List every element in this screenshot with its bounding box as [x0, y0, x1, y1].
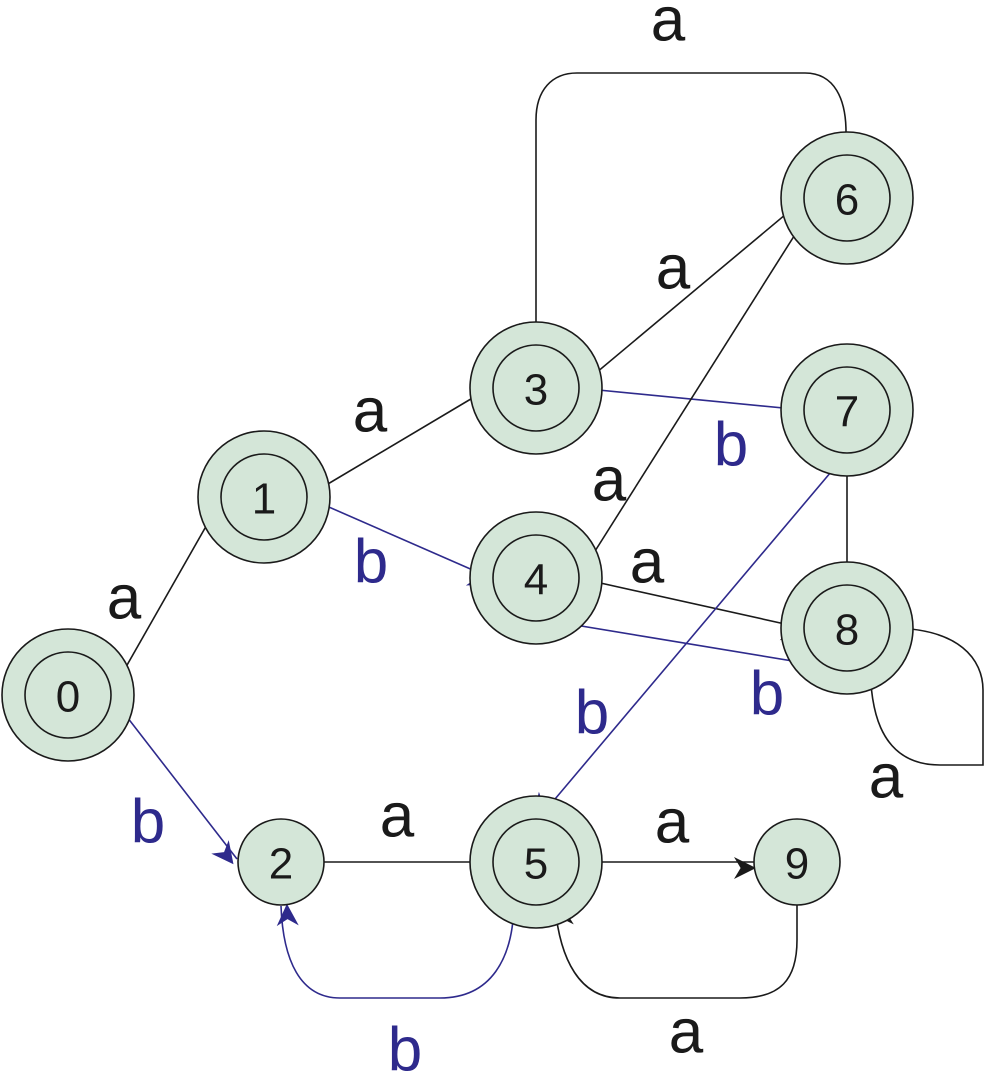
transition-label-5-9: a — [655, 788, 690, 857]
transition-label-6-4: a — [592, 446, 627, 515]
state-9: 9 — [753, 818, 841, 906]
state-6: 6 — [780, 131, 914, 265]
state-label: 0 — [56, 673, 80, 722]
state-3: 3 — [469, 321, 603, 455]
accepting-ring — [220, 453, 308, 541]
transition-label-3-6: a — [656, 234, 691, 303]
transition-edge-1-3 — [305, 386, 496, 498]
transition-label-5-2: b — [388, 1016, 422, 1081]
transition-label-2-5: a — [380, 782, 415, 851]
accepting-ring — [492, 534, 580, 622]
state-label: 2 — [269, 840, 293, 889]
transition-edge-6-4 — [571, 213, 809, 579]
transition-edge-0-2 — [109, 694, 238, 865]
state-8: 8 — [780, 561, 914, 695]
transition-label-3-7: b — [714, 411, 748, 480]
state-1: 1 — [197, 430, 331, 564]
transition-edge-8-8 — [869, 611, 984, 766]
state-4: 4 — [469, 511, 603, 645]
accepting-ring — [803, 366, 891, 454]
state-circle — [237, 818, 325, 906]
state-5: 5 — [469, 795, 603, 929]
state-label: 5 — [524, 840, 548, 889]
transition-edge-4-8 — [577, 577, 804, 641]
transition-label-6-3: a — [651, 0, 686, 55]
transition-label-8-4: b — [750, 660, 784, 729]
state-label: 1 — [252, 475, 276, 524]
state-circle — [753, 818, 841, 906]
accepting-ring — [492, 818, 580, 906]
transition-label-8-8: a — [869, 743, 904, 812]
transition-label-0-2: b — [131, 788, 165, 857]
state-2: 2 — [237, 818, 325, 906]
state-label: 3 — [524, 366, 548, 415]
transition-edge-0-1 — [109, 499, 228, 696]
accepting-ring — [492, 344, 580, 432]
state-label: 9 — [785, 840, 809, 889]
accepting-ring — [24, 651, 112, 739]
state-label: 4 — [524, 556, 548, 605]
state-label: 7 — [835, 388, 859, 437]
state-0: 0 — [1, 628, 135, 762]
transition-label-1-3: a — [353, 377, 388, 446]
transition-label-7-5: b — [575, 679, 609, 748]
transition-label-9-5: a — [669, 998, 704, 1067]
transition-edge-3-6 — [577, 198, 810, 389]
transition-edge-7-5 — [533, 452, 848, 819]
transition-edge-5-2 — [276, 899, 515, 999]
accepting-ring — [803, 154, 891, 242]
state-label: 6 — [835, 176, 859, 225]
state-7: 7 — [780, 343, 914, 477]
transition-label-1-4: b — [354, 528, 388, 597]
transition-label-0-1: a — [107, 564, 142, 633]
states: 0 1 2 3 4 5 6 7 8 9 — [1, 131, 914, 929]
transition-edge-1-4 — [305, 496, 492, 586]
state-label: 8 — [835, 606, 859, 655]
transition-label-4-8: a — [630, 528, 665, 597]
transition-edge-9-5 — [551, 903, 798, 999]
accepting-ring — [803, 584, 891, 672]
transition-edge-6-3 — [518, 72, 847, 346]
